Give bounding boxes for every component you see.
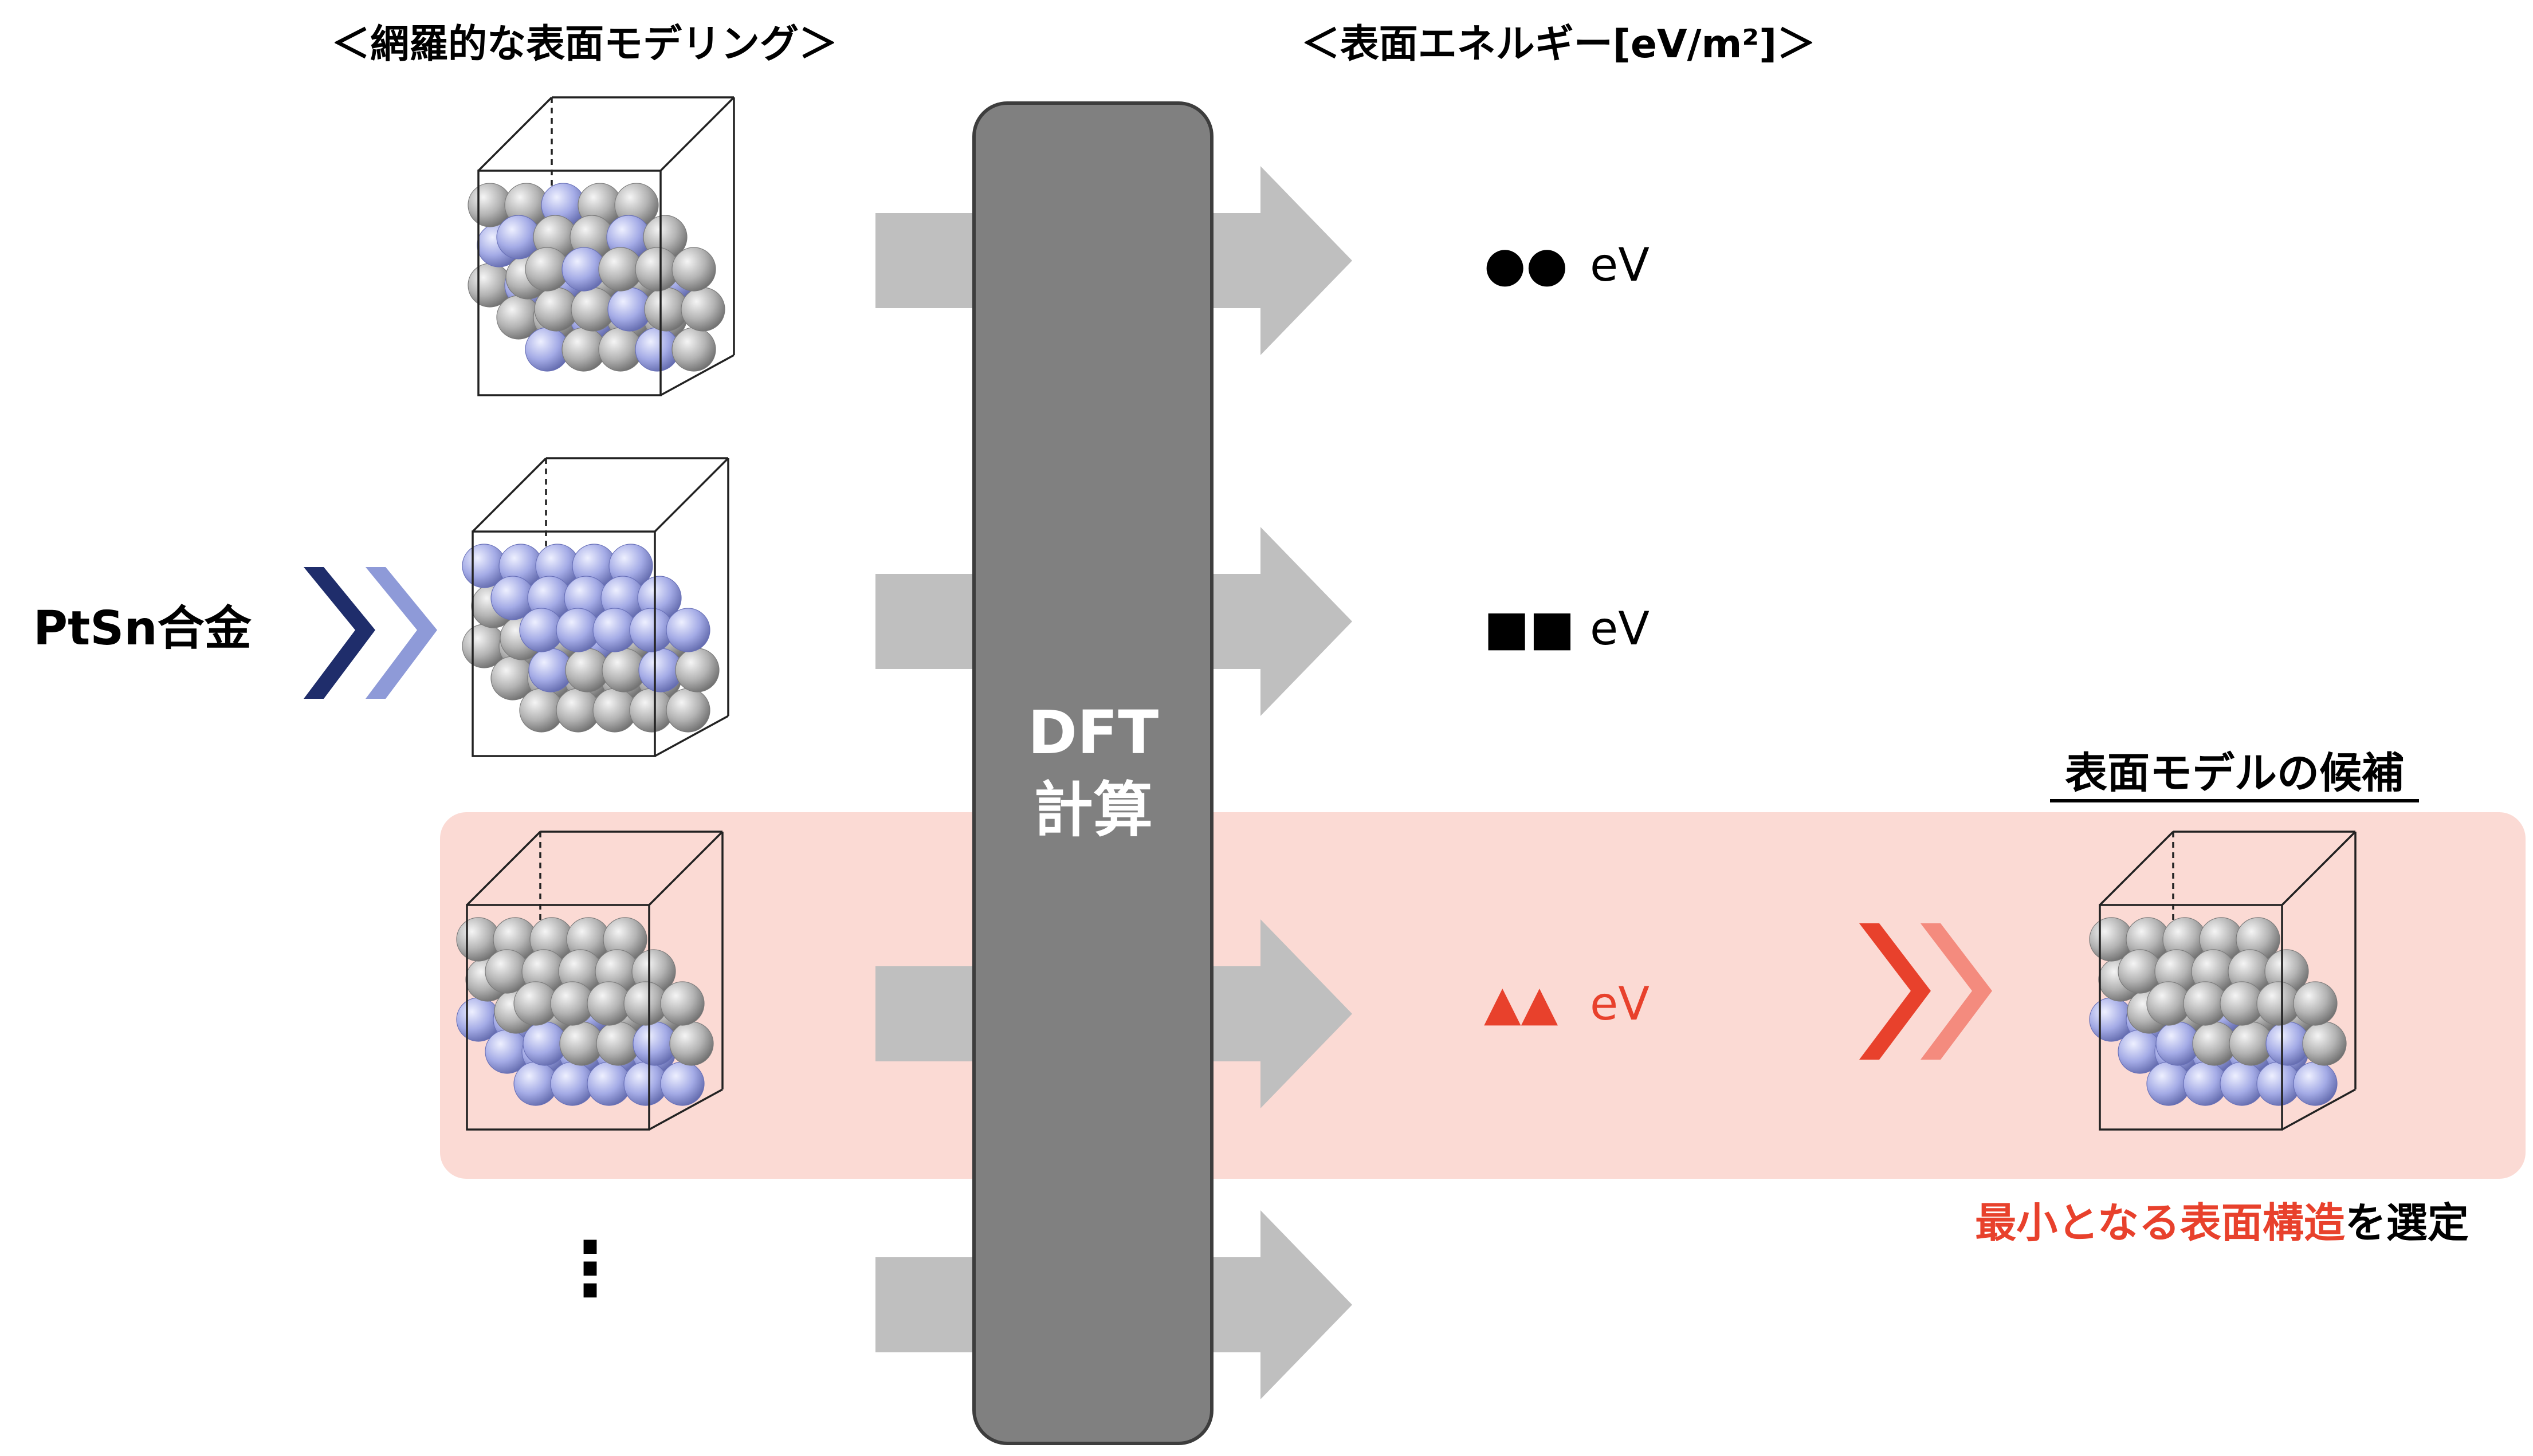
slab-model-1 bbox=[468, 96, 735, 396]
flow-arrows bbox=[875, 166, 1352, 1399]
candidate-caption: 最小となる表面構造を選定 bbox=[1975, 1199, 2469, 1247]
energy-unit-2: eV bbox=[1590, 602, 1650, 655]
energy-row-3: ▲▲ eV bbox=[1484, 975, 1650, 1031]
dft-label-line1: DFT bbox=[1028, 698, 1158, 768]
slab-model-4 bbox=[2089, 831, 2357, 1131]
highlight-band bbox=[440, 812, 2526, 1179]
slab-model-2 bbox=[462, 457, 729, 757]
candidate-caption-rest: を選定 bbox=[2345, 1199, 2469, 1247]
energy-unit-3: eV bbox=[1590, 977, 1650, 1030]
chevron-right-icon bbox=[304, 567, 375, 699]
surface-models bbox=[456, 96, 2357, 1131]
candidate-title: 表面モデルの候補 bbox=[2065, 749, 2404, 798]
chevron-right-icon bbox=[366, 567, 437, 699]
energy-header: ＜表面エネルギー[eV/m²]＞ bbox=[1301, 22, 1816, 67]
dft-calculation-box bbox=[972, 101, 1214, 1445]
input-label: PtSn合金 bbox=[33, 601, 252, 656]
arrow-stub-4 bbox=[875, 1257, 979, 1352]
candidate-caption-highlight: 最小となる表面構造 bbox=[1975, 1199, 2345, 1247]
arrow-head-2 bbox=[1209, 527, 1352, 716]
energy-row-2: ■■ eV bbox=[1484, 600, 1650, 656]
arrow-head-3 bbox=[1209, 919, 1352, 1108]
more-models-ellipsis: ⋮ bbox=[553, 1225, 627, 1312]
energy-unit-1: eV bbox=[1590, 238, 1650, 292]
arrow-head-4 bbox=[1209, 1210, 1352, 1399]
energy-row-1: ●● eV bbox=[1484, 236, 1650, 292]
arrow-stub-3 bbox=[875, 966, 979, 1061]
arrow-stub-2 bbox=[875, 574, 979, 669]
chevron-right-icon bbox=[1921, 923, 1992, 1060]
slab-model-3 bbox=[456, 831, 724, 1131]
dft-label-line2: 計算 bbox=[1034, 775, 1153, 845]
arrow-head-1 bbox=[1209, 166, 1352, 355]
chevron-right-icon bbox=[1859, 923, 1931, 1060]
energy-marker-1: ●● bbox=[1484, 236, 1568, 292]
arrow-stub-1 bbox=[875, 213, 979, 308]
modeling-header: ＜網羅的な表面モデリング＞ bbox=[331, 22, 838, 67]
energy-marker-2: ■■ bbox=[1484, 600, 1575, 656]
energy-marker-3: ▲▲ bbox=[1484, 975, 1558, 1031]
